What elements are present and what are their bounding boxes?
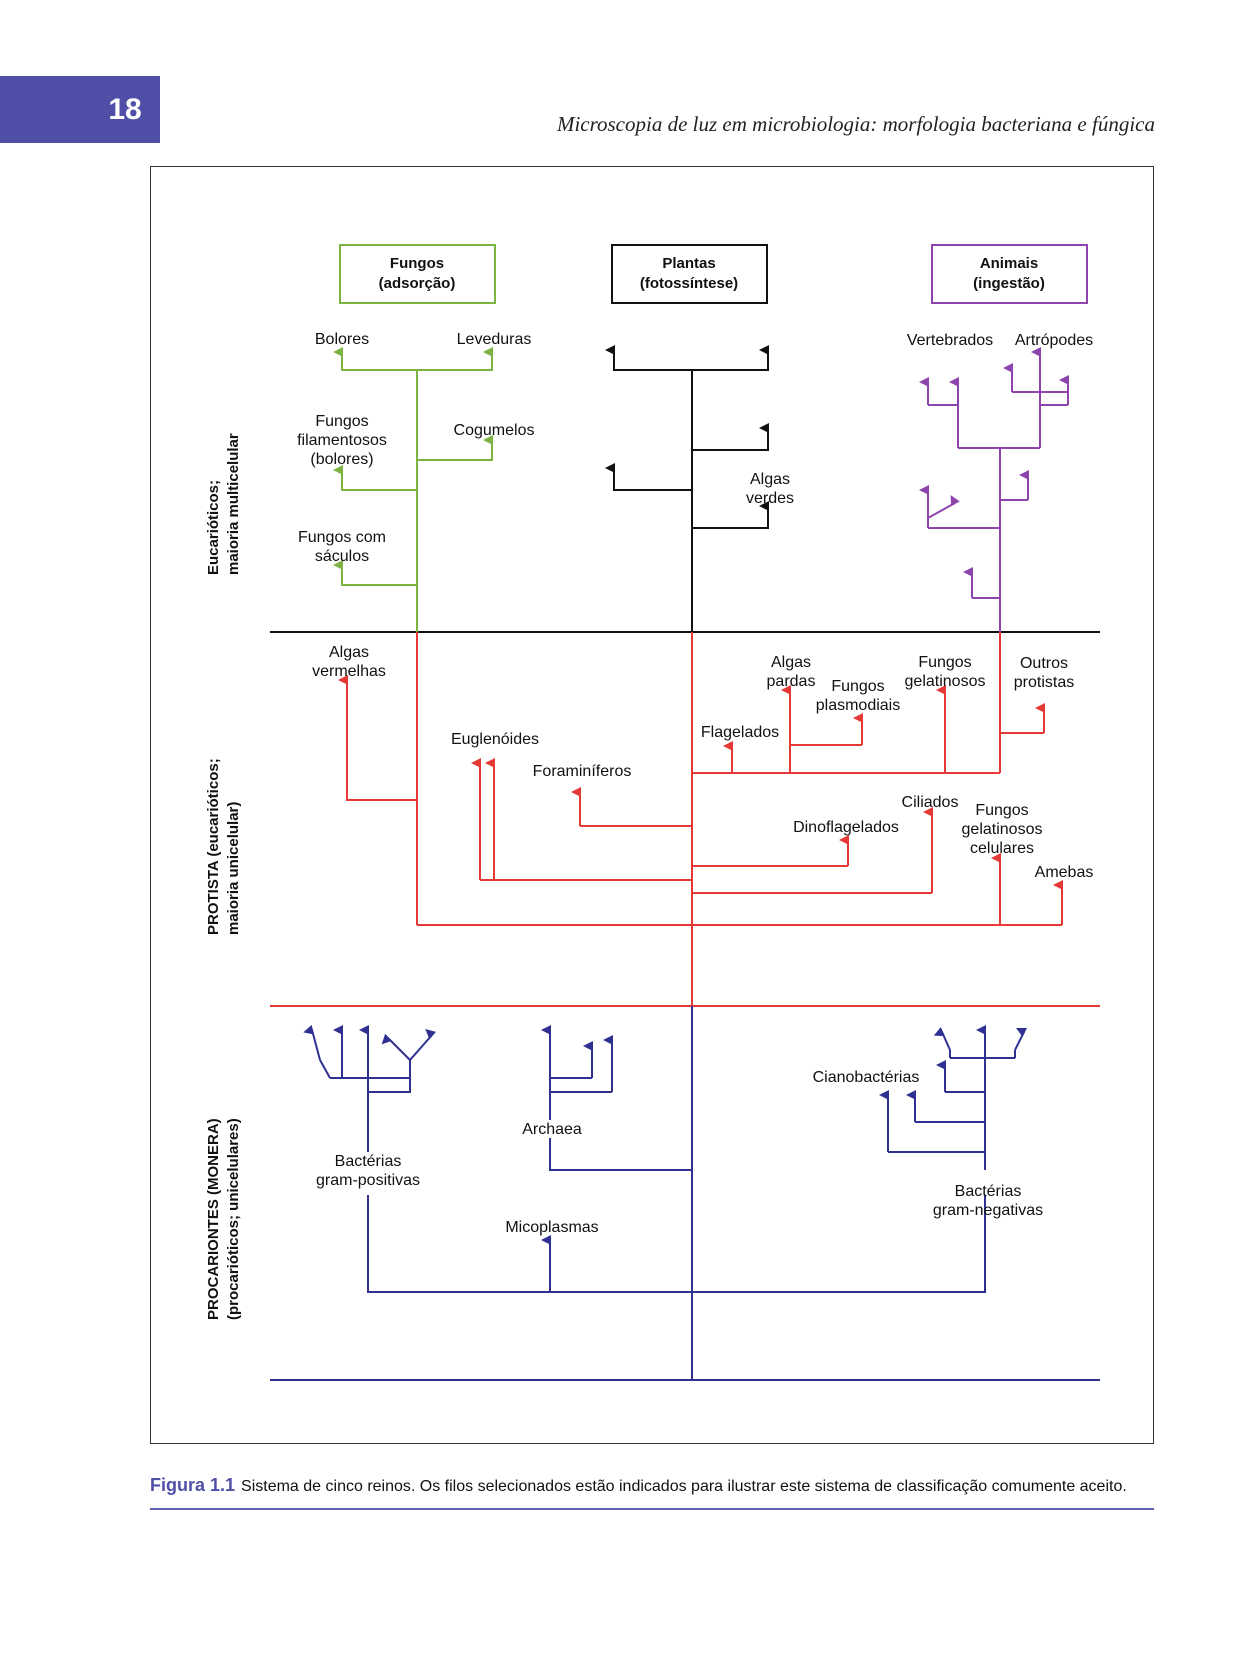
monera-label-gram-negativas-1: Bactérias [955,1183,1022,1200]
monera-label-cianobacterias: Cianobactérias [813,1069,920,1086]
protista-label-fungos-plasmodiais-2: plasmodiais [816,697,900,714]
kingdom-animals-mode: (ingestão) [973,275,1045,292]
side-label-eukaryote: Eucarióticos; maioria multicelular [205,433,242,575]
running-head: Microscopia de luz em microbiologia: mor… [556,112,1155,136]
protista-label-foraminiferos: Foraminíferos [533,763,632,780]
figure-caption: Figura 1.1 Sistema de cinco reinos. Os fi… [150,1475,1154,1496]
caption-rule [150,1508,1154,1510]
figure-number: Figura 1.1 [150,1475,236,1495]
monera-label-gram-positivas-2: gram-positivas [316,1172,420,1189]
protista-label-fungos-gelatinosos-1: Fungos [918,654,971,671]
protista-label-algas-vermelhas-2: vermelhas [312,663,386,680]
kingdom-box-plants: Plantas (fotossíntese) [611,244,768,304]
fungi-tree [333,347,493,632]
protista-label-amebas: Amebas [1035,864,1094,881]
animals-tree [919,347,1069,632]
plants-label-algas-verdes-2: verdes [746,490,794,507]
fungi-label-leveduras: Leveduras [457,331,532,348]
protista-label-flagelados: Flagelados [701,724,779,741]
protista-label-fungos-plasmodiais-1: Fungos [831,678,884,695]
side-label-eukaryote-line2: maioria multicelular [225,433,242,575]
kingdom-plants-name: Plantas [662,255,715,272]
kingdom-box-animals: Animais (ingestão) [931,244,1088,304]
side-label-eukaryote-line1: Eucarióticos; [205,480,222,575]
protista-label-ciliados: Ciliados [902,794,959,811]
page-number: 18 [108,92,142,126]
side-label-monera: PROCARIONTES (MONERA) (procarióticos; un… [205,1118,242,1320]
kingdom-fungi-mode: (adsorção) [379,275,456,292]
plants-label-algas-verdes-1: Algas [750,471,790,488]
monera-label-gram-negativas-2: gram-negativas [933,1202,1043,1219]
page-number-tab: 18 [0,76,160,143]
protista-label-algas-vermelhas-1: Algas [329,644,369,661]
protista-label-algas-pardas-1: Algas [771,654,811,671]
protista-label-fungos-gel-celulares-3: celulares [970,840,1034,857]
protista-label-outros-protistas-2: protistas [1014,674,1074,691]
protista-label-algas-pardas-2: pardas [767,673,816,690]
side-label-protista-line2: maioria unicelular) [225,802,242,935]
animals-label-vertebrados: Vertebrados [907,332,993,349]
figure-frame [150,166,1154,1444]
monera-tree [303,1006,1028,1380]
fungi-label-filamentosos-1: Fungos [315,413,368,430]
kingdom-box-fungi: Fungos (adsorção) [339,244,496,304]
protista-label-outros-protistas-1: Outros [1020,655,1068,672]
kingdom-animals-name: Animais [980,255,1038,272]
fungi-label-filamentosos-2: filamentosos [297,432,387,449]
kingdom-fungi-name: Fungos [390,255,444,272]
protista-label-dinoflagelados: Dinoflagelados [793,819,899,836]
fungi-label-bolores: Bolores [315,331,369,348]
monera-label-archaea: Archaea [522,1121,582,1138]
fungi-label-cogumelos: Cogumelos [454,422,535,439]
protista-label-euglenoides: Euglenóides [451,731,539,748]
protista-label-fungos-gelatinosos-2: gelatinosos [905,673,986,690]
fungi-label-filamentosos-3: (bolores) [310,451,373,468]
monera-label-micoplasmas: Micoplasmas [505,1219,598,1236]
side-label-protista: PROTISTA (eucarióticos; maioria unicelul… [205,758,242,935]
protista-label-fungos-gel-celulares-2: gelatinosos [962,821,1043,838]
monera-label-gram-positivas-1: Bactérias [335,1153,402,1170]
protista-tree [338,632,1063,1006]
fungi-label-saculos-2: sáculos [315,548,369,565]
animals-label-artropodes: Artrópodes [1015,332,1093,349]
kingdom-plants-mode: (fotossíntese) [640,275,738,292]
figure-caption-text: Sistema de cinco reinos. Os filos seleci… [241,1478,1127,1495]
side-label-monera-line1: PROCARIONTES (MONERA) [205,1118,222,1320]
plants-tree [605,345,769,632]
side-label-monera-line2: (procarióticos; unicelulares) [225,1118,242,1320]
protista-label-fungos-gel-celulares-1: Fungos [975,802,1028,819]
fungi-label-saculos-1: Fungos com [298,529,386,546]
side-label-protista-line1: PROTISTA (eucarióticos; [205,758,222,935]
